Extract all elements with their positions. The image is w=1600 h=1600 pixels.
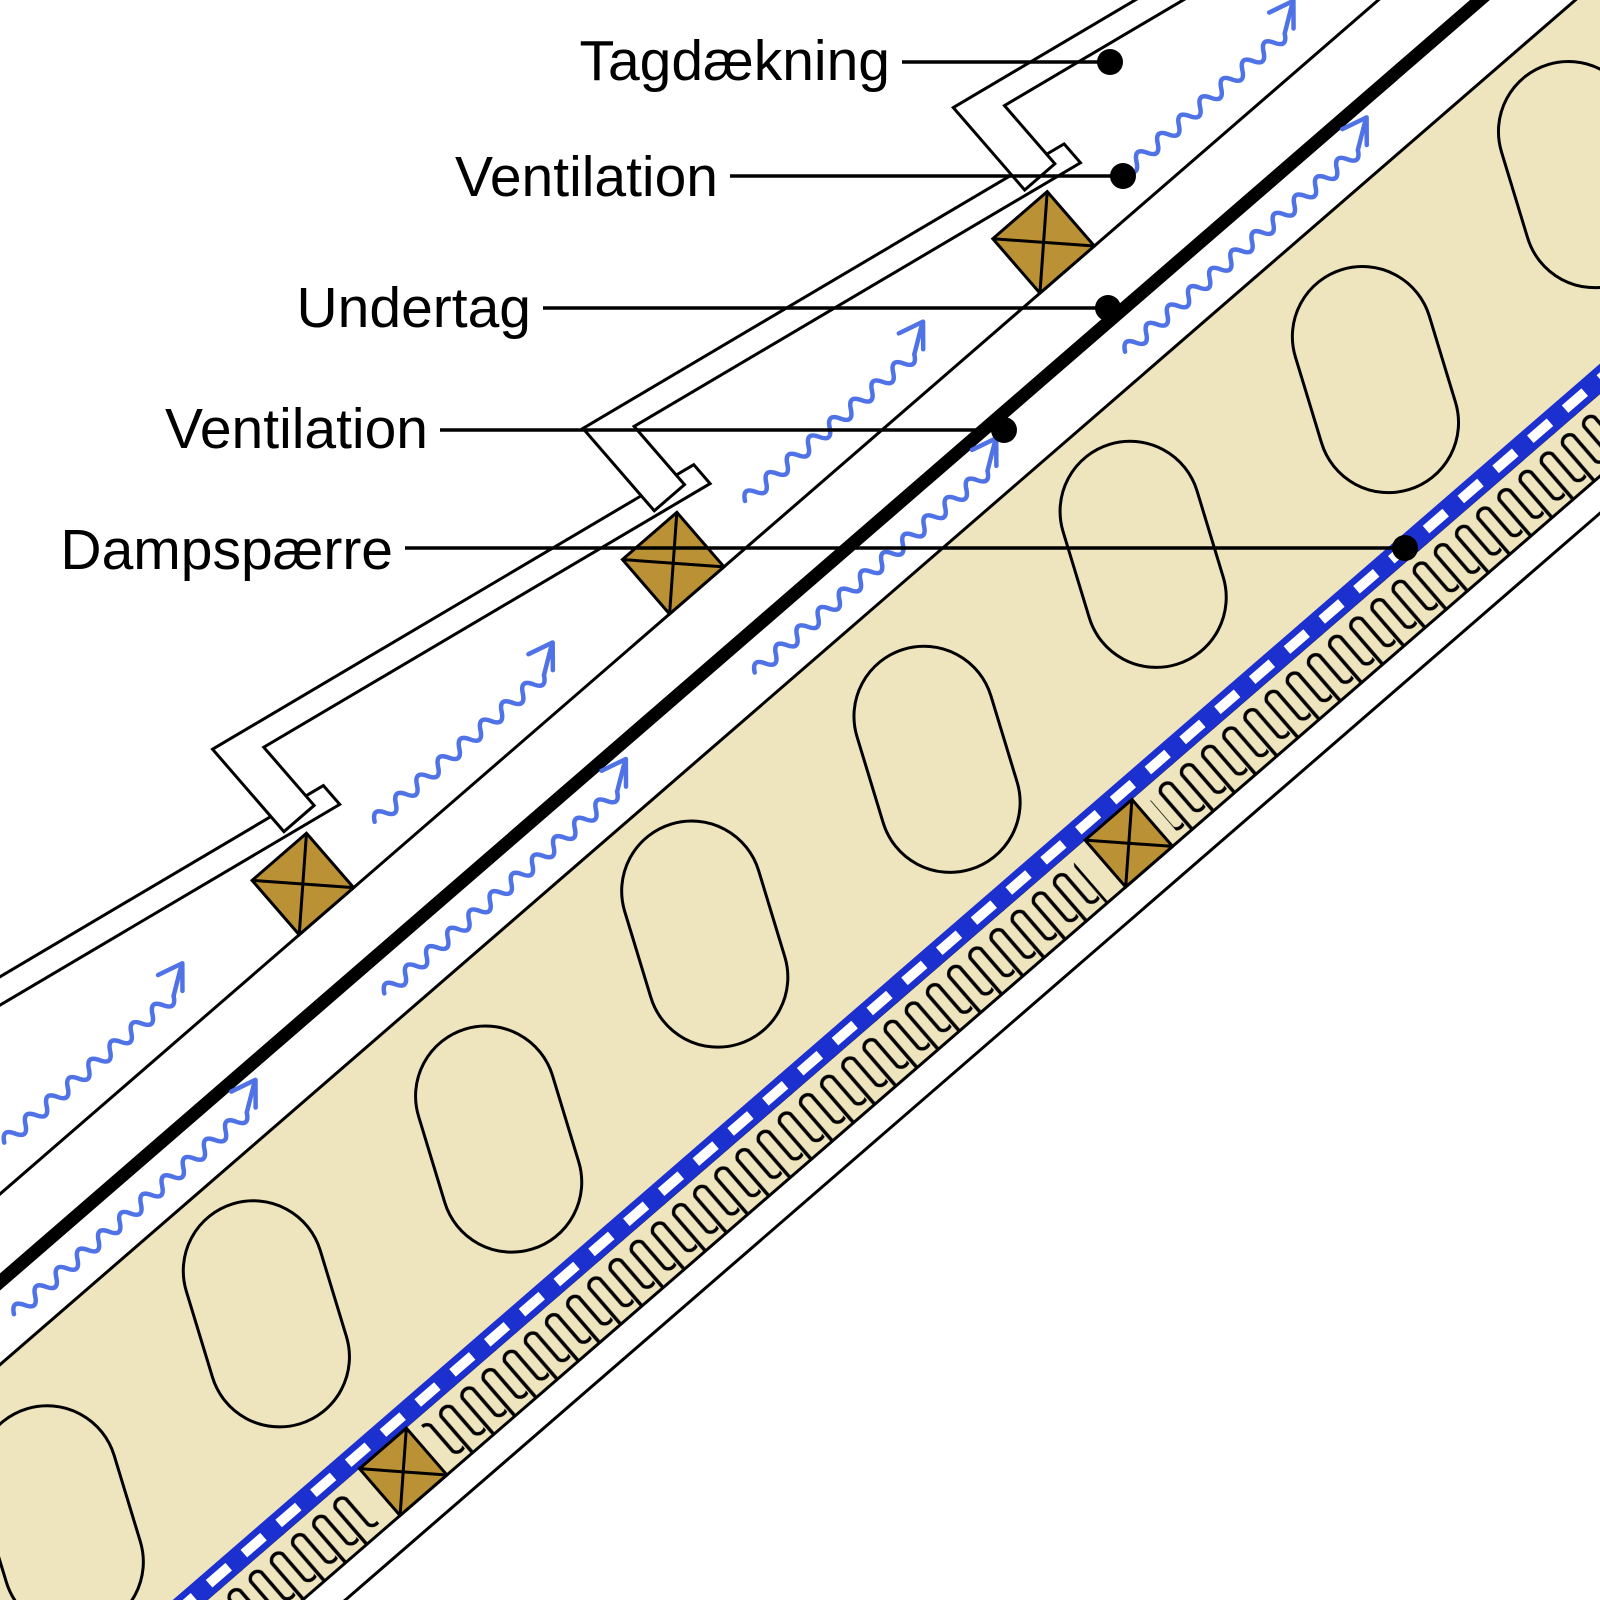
label-ventilation-upper: Ventilation — [455, 145, 718, 209]
leader-dot — [991, 417, 1017, 443]
label-tagdaekning: Tagdækning — [579, 29, 890, 93]
callout-undertag: Undertag — [297, 276, 1121, 340]
callout-ventilation-lower: Ventilation — [165, 397, 1017, 461]
leader-dot — [1110, 163, 1136, 189]
leader-dot — [1392, 535, 1418, 561]
label-undertag: Undertag — [297, 276, 532, 340]
leader-dot — [1095, 295, 1121, 321]
leader-dot — [1097, 49, 1123, 75]
callouts: Tagdækning Ventilation Undertag Ventilat… — [60, 29, 1418, 582]
label-ventilation-lower: Ventilation — [165, 397, 428, 461]
callout-tagdaekning: Tagdækning — [579, 29, 1123, 93]
callout-dampspaerre: Dampspærre — [60, 518, 1418, 582]
callout-ventilation-upper: Ventilation — [455, 145, 1136, 209]
counter-batten — [0, 0, 1600, 1560]
label-dampspaerre: Dampspærre — [60, 518, 393, 582]
